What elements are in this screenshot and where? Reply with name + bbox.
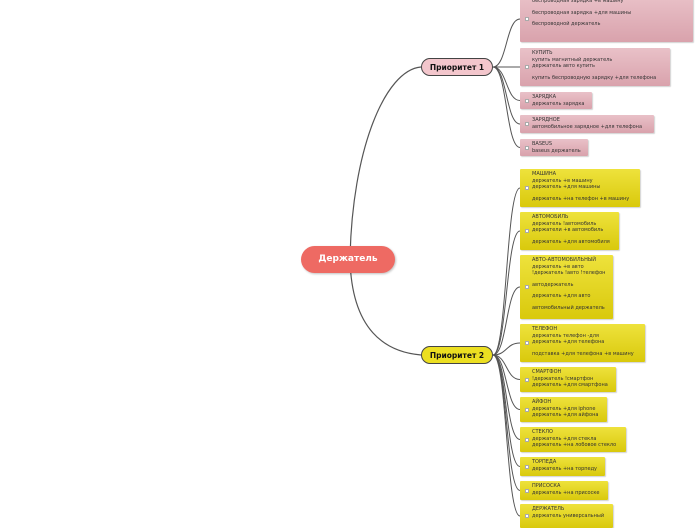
keyword-line: держатель +на лобовое стекло	[532, 442, 617, 449]
box-title: ТЕЛЕФОН	[532, 326, 558, 332]
keyword-line: автомобильное зарядное +для телефона	[532, 123, 643, 130]
keyword-line: купить магнитный держатель	[532, 56, 613, 63]
keyword-line: держатель +для смартфона	[532, 382, 608, 389]
keyword-line: baseus держатель	[532, 147, 581, 154]
keyword-line: купить беспроводную зарядку +для телефон…	[532, 74, 657, 81]
keyword-line: держатель универсальный	[532, 512, 605, 519]
box-title: BASEUS	[532, 141, 553, 147]
keyword-line: держатель зарядка	[532, 100, 585, 107]
box-title: АЙФОН	[532, 399, 552, 405]
keyword-line: держатель +для авто	[532, 293, 591, 300]
checkbox-icon[interactable]	[525, 65, 529, 69]
keyword-line: беспроводная зарядка +для машины	[532, 9, 632, 16]
box-title: СМАРТФОН	[532, 369, 562, 375]
box-title: МАШИНА	[532, 171, 557, 177]
box-title: беспроводная зарядка +в машину	[532, 0, 624, 4]
keyword-line: держатель +для телефона	[532, 339, 605, 346]
keyword-box[interactable]: беспроводная зарядка +в машину беспроводн…	[520, 0, 693, 42]
checkbox-icon[interactable]	[525, 488, 529, 493]
keyword-line: автодержатель	[532, 281, 574, 288]
checkbox-icon[interactable]	[525, 464, 529, 469]
keyword-line: держатель телефон -для	[532, 332, 599, 339]
checkbox-icon[interactable]	[525, 377, 529, 382]
checkbox-icon[interactable]	[525, 145, 529, 150]
keyword-line: держатели +в автомобиль	[532, 227, 604, 234]
checkbox-icon[interactable]	[525, 17, 529, 21]
keyword-line: !держатель !смартфон	[532, 375, 594, 382]
box-title: ЗАРЯДКА	[532, 94, 556, 100]
keyword-line: держатель +для iphone	[532, 405, 596, 412]
keyword-line: автомобильный держатель	[532, 304, 605, 311]
checkbox-icon[interactable]	[525, 98, 529, 103]
checkbox-icon[interactable]	[525, 186, 529, 190]
keyword-line: держатель +для айфона	[532, 412, 599, 419]
keyword-line: держатель авто купить	[532, 63, 595, 70]
keyword-line: держатель +на торпеду	[532, 465, 598, 472]
keyword-line: держатель !автомобиль	[532, 220, 597, 227]
checkbox-icon[interactable]	[525, 122, 529, 126]
box-title: КУПИТЬ	[532, 50, 553, 56]
box-title: ЗАРЯДНОЕ	[532, 117, 560, 123]
keyword-line: подставка +для телефона +в машину	[532, 350, 634, 357]
keyword-line: держатель +для стекла	[532, 435, 597, 442]
checkbox-icon[interactable]	[525, 229, 529, 233]
branch-priority-2[interactable]: Приоритет 2	[421, 346, 493, 364]
keyword-line: беспроводной держатель	[532, 21, 601, 28]
box-title: АВТОМОБИЛЬ	[532, 214, 569, 220]
checkbox-icon[interactable]	[525, 407, 529, 412]
checkbox-icon[interactable]	[525, 514, 529, 518]
keyword-line: !держатель !авто !телефон	[532, 270, 606, 277]
checkbox-icon[interactable]	[525, 341, 529, 345]
keyword-line: держатель +для машины	[532, 184, 601, 191]
keyword-line: держатель +на присоске	[532, 489, 600, 496]
keyword-line: держатель +для автомобиля	[532, 238, 610, 245]
keyword-line: держатель +в машину	[532, 177, 593, 184]
root-node[interactable]: Держатель	[301, 246, 395, 273]
box-title: ТОРПЕДА	[532, 459, 557, 465]
checkbox-icon[interactable]	[525, 285, 529, 289]
branch-priority-1[interactable]: Приоритет 1	[421, 58, 493, 76]
box-title: СТЕКЛО	[532, 429, 553, 435]
box-title: ПРИСОСКА	[532, 483, 561, 489]
box-title: ДЕРЖАТЕЛЬ	[532, 506, 565, 512]
checkbox-icon[interactable]	[525, 437, 529, 442]
box-title: АВТО-АВТОМОБИЛЬНЫЙ	[532, 257, 597, 263]
keyword-line: держатель +на телефон +в машину	[532, 195, 630, 202]
keyword-line: держатель +в авто	[532, 263, 584, 270]
